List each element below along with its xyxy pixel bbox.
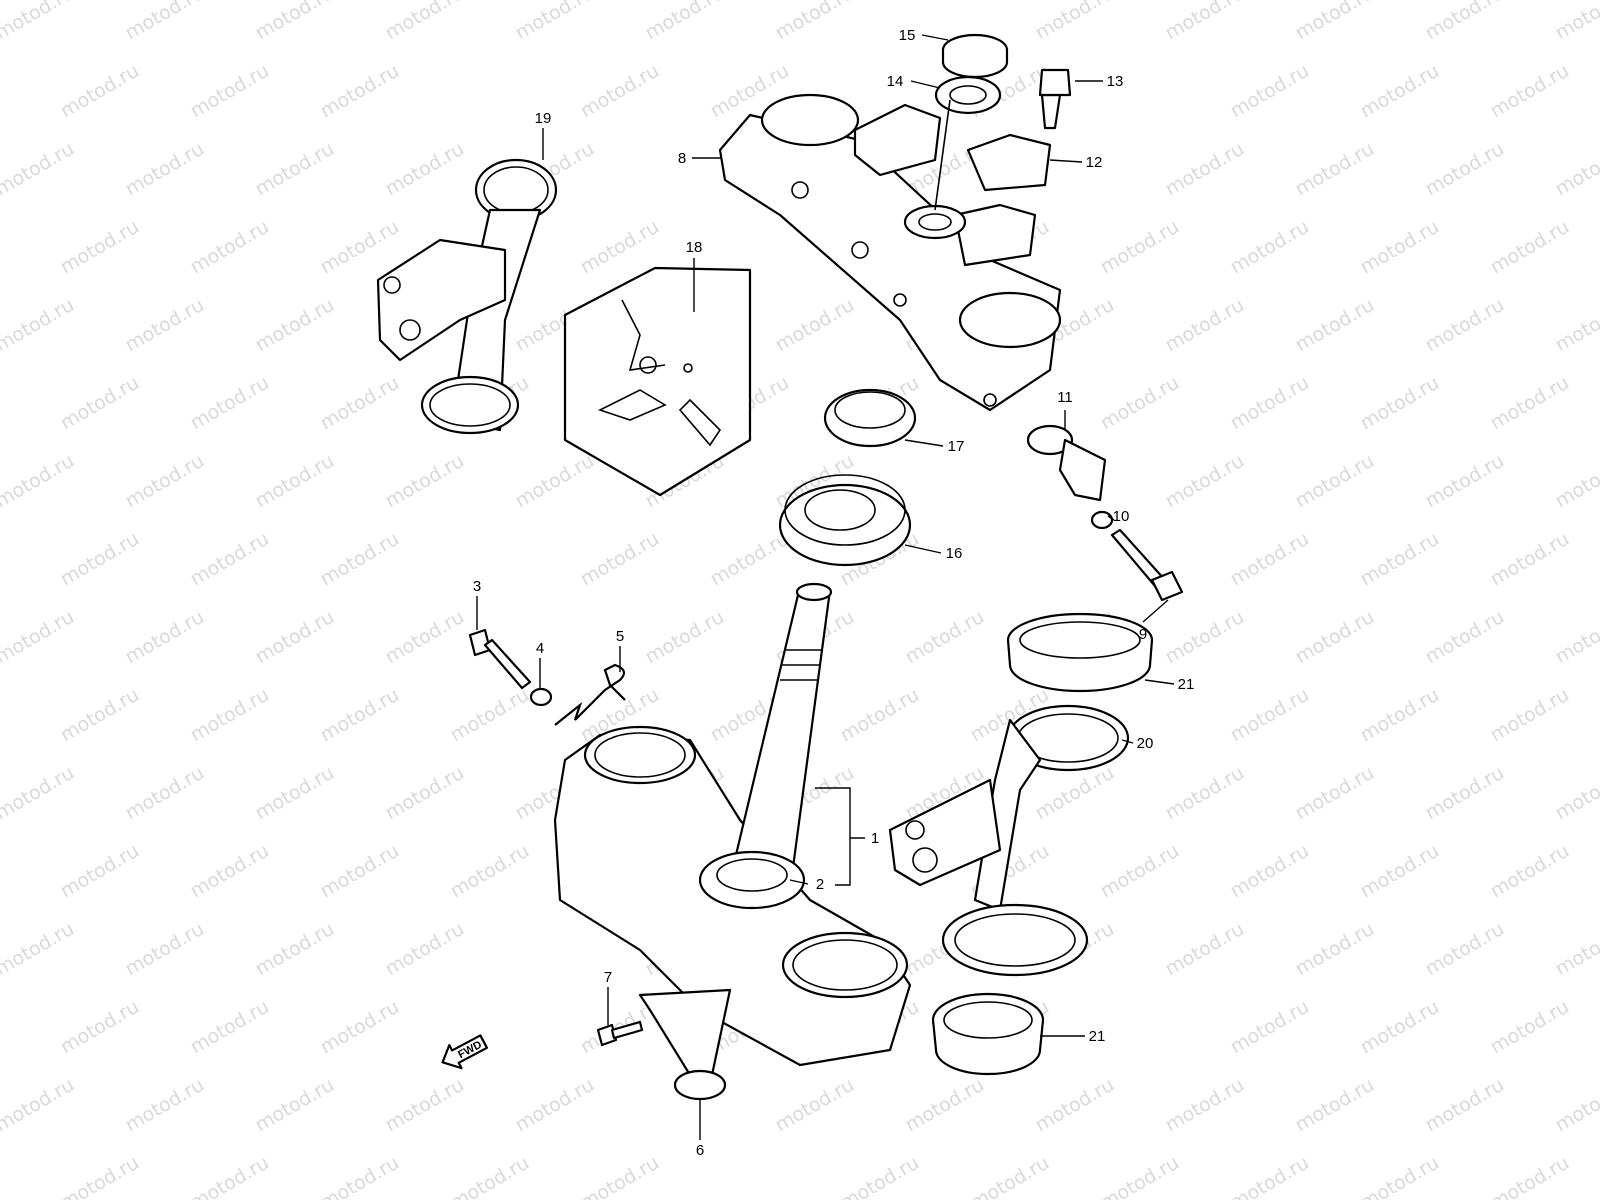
- part-8-upper-bracket: [718, 93, 1062, 412]
- part-2-bearing: [698, 850, 806, 910]
- callout-11: 11: [1057, 389, 1073, 406]
- callout-5: 5: [616, 628, 624, 645]
- part-11-guide: [1026, 424, 1107, 502]
- callout-7: 7: [604, 969, 612, 986]
- part-9-bolt: [1110, 528, 1184, 602]
- callout-9: 9: [1139, 626, 1147, 643]
- part-17-nut: [823, 388, 917, 448]
- callout-19: 19: [535, 110, 552, 127]
- callout-18: 18: [686, 239, 703, 256]
- callout-17: 17: [948, 438, 965, 455]
- part-18-kit: [563, 266, 752, 497]
- callout-13: 13: [1107, 73, 1124, 90]
- part-14-washer: [903, 75, 1002, 240]
- callout-8: 8: [678, 150, 686, 167]
- part-5-clip: [554, 663, 626, 726]
- callout-1: 1: [871, 830, 879, 847]
- callout-15: 15: [899, 27, 916, 44]
- part-3-bolt: [468, 628, 532, 690]
- part-4-washer: [529, 687, 553, 707]
- leader-lines: [476, 34, 1175, 1140]
- part-19-bracket: [376, 158, 558, 435]
- callout-3: 3: [473, 578, 481, 595]
- part-6-guide: [638, 988, 732, 1101]
- part-13-bolt: [1038, 68, 1072, 130]
- part-15-cap: [941, 33, 1009, 79]
- part-21-seal-lower: [931, 992, 1045, 1076]
- part-20-bracket: [888, 704, 1130, 977]
- callout-12: 12: [1086, 154, 1103, 171]
- callout-16: 16: [946, 545, 963, 562]
- callout-10: 10: [1113, 508, 1130, 525]
- callout-4: 4: [536, 640, 544, 657]
- callout-21-upper: 21: [1178, 676, 1195, 693]
- callout-6: 6: [696, 1142, 704, 1159]
- part-21-seal-upper: [1006, 612, 1154, 693]
- callout-20: 20: [1137, 735, 1154, 752]
- part-7-bolt: [596, 1020, 644, 1047]
- part-12-holders: [853, 103, 1052, 267]
- part-10-washer: [1090, 510, 1114, 530]
- callout-14: 14: [887, 73, 904, 90]
- part-16-bearing: [778, 474, 912, 567]
- callout-2: 2: [816, 876, 824, 893]
- callout-21-lower: 21: [1089, 1028, 1106, 1045]
- callout-labels: 15 14 13 19 8 12 18 11 17 10 16 3 9 5 4 …: [473, 27, 1195, 1159]
- fwd-arrow-icon: FWD: [441, 1034, 489, 1070]
